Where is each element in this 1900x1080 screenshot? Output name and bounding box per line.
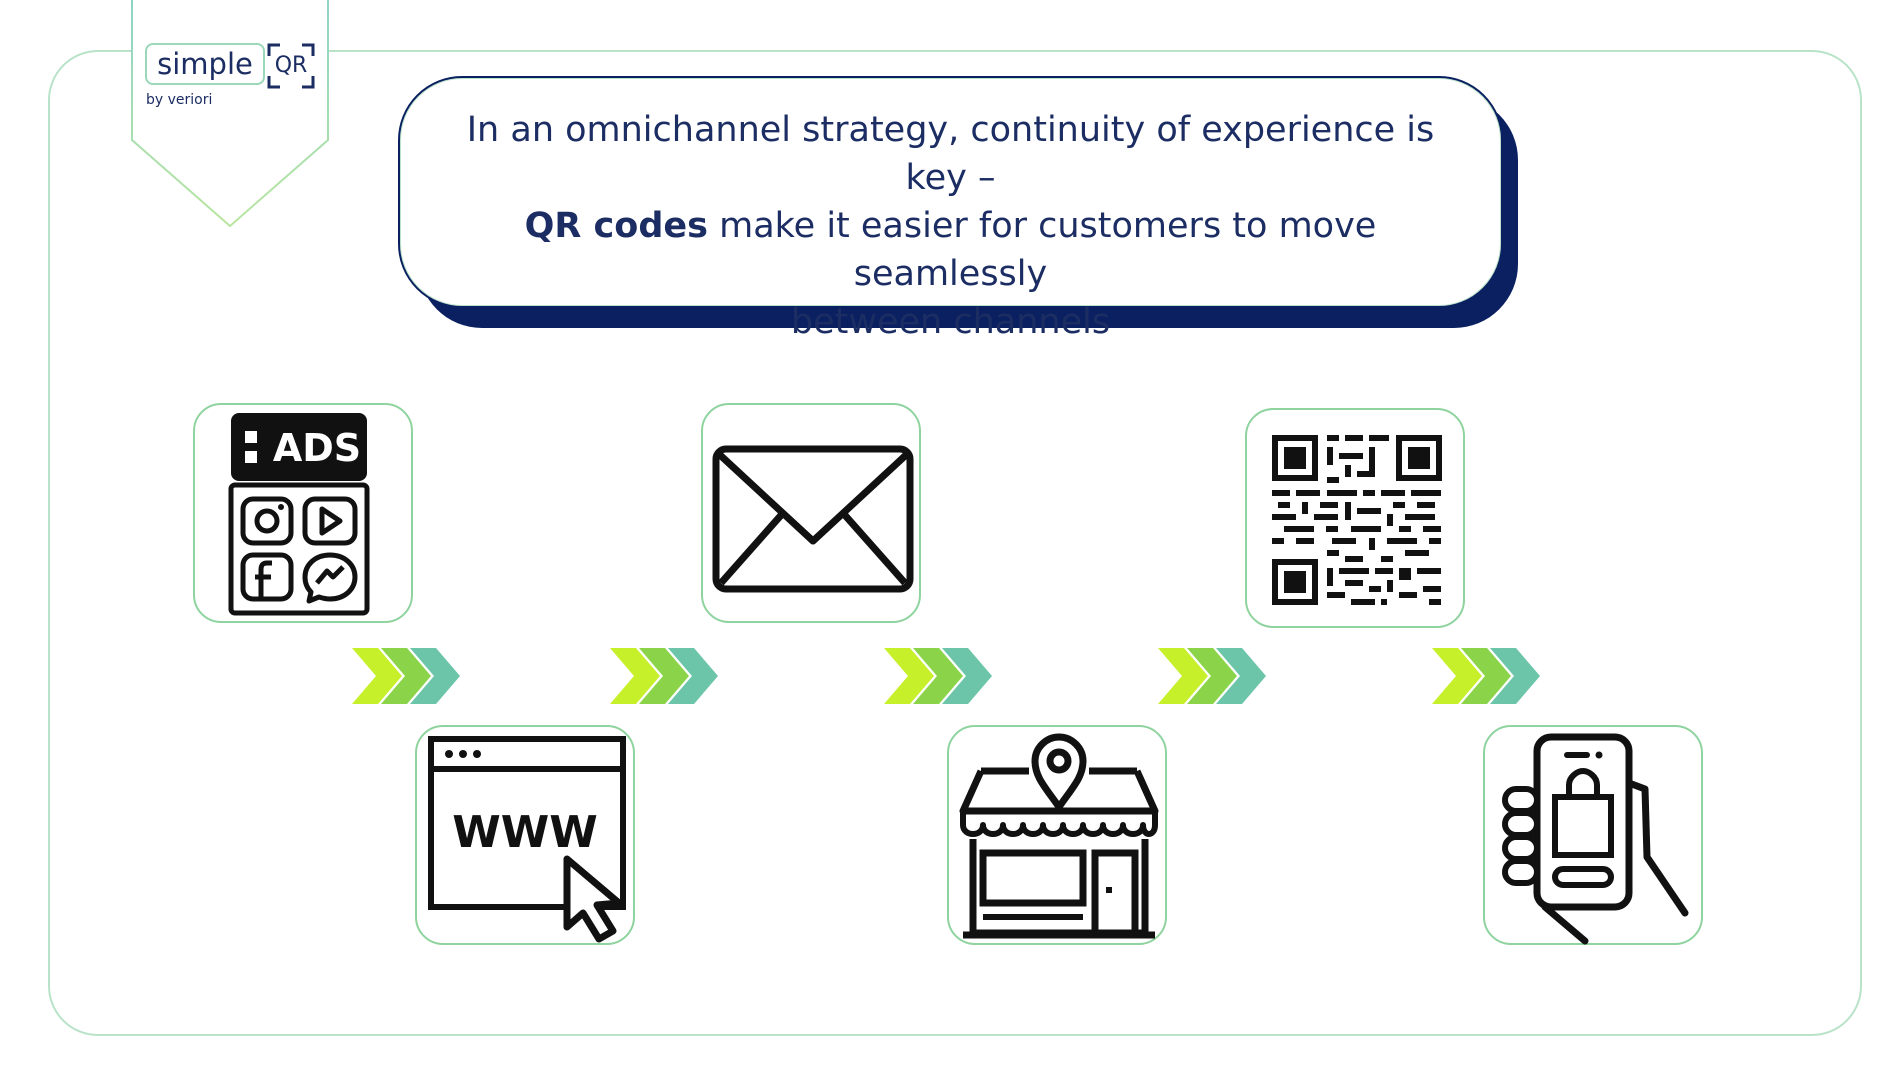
- chevron-arrows-1: [352, 648, 460, 704]
- qr-code-icon: [1272, 435, 1442, 605]
- chevron-arrows-2: [610, 648, 718, 704]
- storefront-location-icon: [959, 733, 1159, 939]
- content-frame: [48, 50, 1862, 1036]
- phone-shopping-icon: [1502, 733, 1689, 945]
- card-website: WWW: [415, 725, 635, 945]
- card-ads: ADS: [193, 403, 413, 623]
- chevron-arrows-3: [884, 648, 992, 704]
- scan-frame-icon: [267, 43, 315, 89]
- callout-box: In an omnichannel strategy, continuity o…: [398, 76, 1503, 342]
- browser-www-icon: WWW: [428, 736, 626, 943]
- logo-tagline: by veriori: [146, 92, 213, 108]
- chevron-arrows-5: [1432, 648, 1540, 704]
- callout-text: In an omnichannel strategy, continuity o…: [466, 110, 1435, 342]
- logo-badge-shape: [131, 0, 329, 228]
- card-mobile: [1483, 725, 1703, 945]
- card-qr: [1245, 408, 1465, 628]
- chevron-arrows-4: [1158, 648, 1266, 704]
- ads-social-icon: ADS: [228, 413, 370, 616]
- logo-qr-mark: QR: [266, 42, 316, 90]
- card-store: [947, 725, 1167, 945]
- callout-bold: QR codes: [524, 206, 708, 246]
- www-label: WWW: [452, 807, 598, 858]
- card-email: [701, 403, 921, 623]
- ads-label: ADS: [273, 426, 361, 470]
- logo-wordmark: simple: [145, 43, 265, 85]
- envelope-icon: [712, 445, 914, 593]
